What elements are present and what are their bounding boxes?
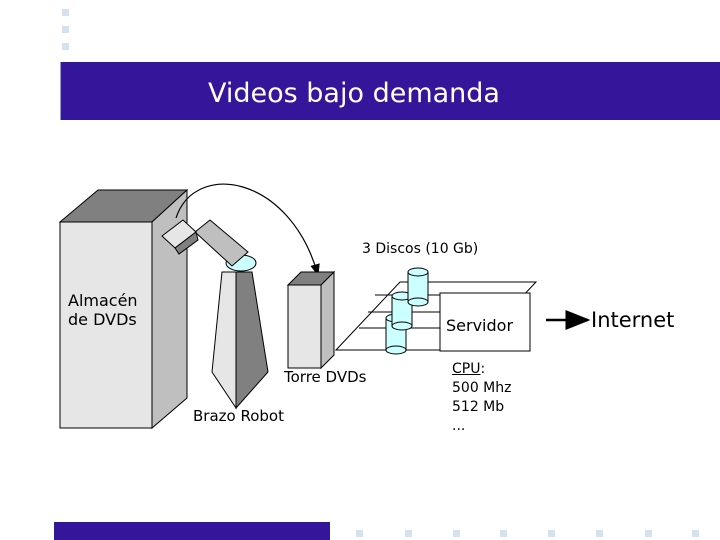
cpu-speed: 500 Mhz	[452, 380, 512, 396]
disk-icon	[407, 267, 429, 307]
robot-arm-icon	[161, 219, 269, 410]
storage-label-line2: de DVDs	[68, 310, 137, 329]
robot-label: Brazo Robot	[193, 407, 284, 425]
footer-bar	[54, 522, 330, 540]
slide-title: Videos bajo demanda	[208, 78, 500, 109]
server-icon	[439, 292, 531, 352]
server-label: Servidor	[446, 316, 514, 335]
cpu-line: CPU:	[452, 360, 511, 379]
decor-dot	[62, 26, 69, 33]
storage-label-line1: Almacén	[68, 291, 138, 310]
transfer-arrow-icon	[175, 183, 320, 277]
cpu-label: CPU	[452, 361, 481, 377]
title-bar	[60, 62, 720, 120]
dvd-tower-icon	[286, 270, 336, 370]
decor-dot	[62, 9, 69, 16]
decor-dot	[453, 530, 460, 537]
disks-label: 3 Discos (10 Gb)	[362, 241, 479, 257]
decor-dot	[548, 530, 555, 537]
tower-label: Torre DVDs	[284, 368, 367, 386]
internet-label: Internet	[591, 308, 675, 332]
ram-size: 512 Mb	[452, 399, 505, 415]
decor-dot	[596, 530, 603, 537]
disk-icon	[391, 291, 413, 331]
title-accent-line	[60, 62, 61, 120]
decor-dot	[62, 43, 69, 50]
storage-label: Almacén de DVDs	[68, 291, 138, 329]
decor-dot	[356, 530, 363, 537]
cpu-colon: :	[480, 361, 486, 377]
server-specs: CPU: 500 Mhz 512 Mb ...	[452, 360, 511, 436]
decor-dot	[405, 530, 412, 537]
specs-ellipsis: ...	[452, 418, 466, 434]
decor-dot	[692, 530, 699, 537]
storage-cabinet-icon	[58, 188, 189, 430]
decor-dot	[500, 530, 507, 537]
decor-dot	[645, 530, 652, 537]
